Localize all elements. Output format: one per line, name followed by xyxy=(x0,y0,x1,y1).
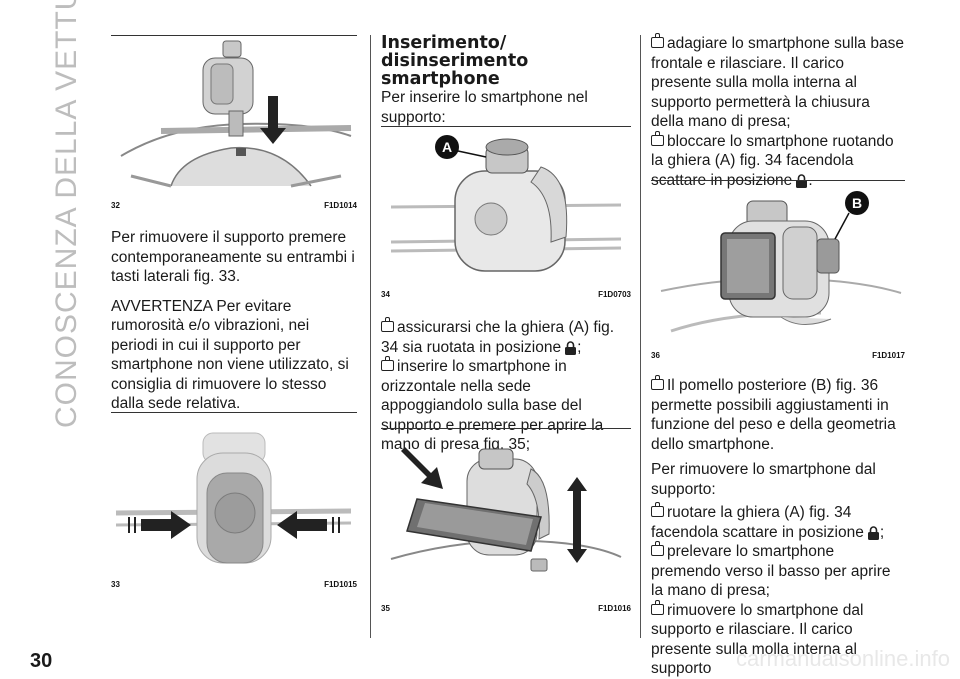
bullet-item: assicurarsi che la ghiera (A) fig. 34 si… xyxy=(381,317,615,356)
figure-number: 36 xyxy=(651,351,660,360)
figure-36-caption: 36 F1D1017 xyxy=(651,351,905,360)
figure-number: 34 xyxy=(381,290,390,299)
bullet-text: ruotare la ghiera (A) fig. 34 facendola … xyxy=(651,504,864,541)
figure-32-illustration xyxy=(120,40,352,188)
label-a: A xyxy=(442,139,452,155)
column-2-bullets: assicurarsi che la ghiera (A) fig. 34 si… xyxy=(381,317,631,455)
column-3-bullets-bottom: Il pomello posteriore (B) fig. 36 permet… xyxy=(651,375,905,679)
bullet-icon xyxy=(651,130,664,146)
column-divider xyxy=(370,35,371,638)
figure-33-illustration xyxy=(115,432,352,564)
page-number: 30 xyxy=(30,650,53,672)
figure-code: F1D1015 xyxy=(324,580,357,589)
lock-icon xyxy=(867,525,880,540)
column-1-text: Per rimuovere il supporto premere contem… xyxy=(111,228,357,424)
figure-36-illustration: B xyxy=(660,191,902,333)
lock-icon xyxy=(564,340,577,355)
bullet-text: adagiare lo smartphone sulla base fronta… xyxy=(651,35,904,130)
watermark: carmanualsonline.info xyxy=(735,646,950,671)
bullet-icon xyxy=(651,599,664,615)
figure-34-caption: 34 F1D0703 xyxy=(381,290,631,299)
label-a-badge xyxy=(435,135,459,159)
label-b: B xyxy=(852,195,862,211)
bullet-item: rimuovere lo smartphone dal supporto e r… xyxy=(651,599,905,679)
bullet-item: Il pomello posteriore (B) fig. 36 permet… xyxy=(651,375,905,454)
figure-code: F1D0703 xyxy=(598,290,631,299)
figure-34-illustration: A xyxy=(390,135,622,272)
bullet-icon xyxy=(651,33,664,48)
figure-32: 32 F1D1014 xyxy=(111,35,357,214)
paragraph-warning: AVVERTENZA Per evitare rumorosità e/o vi… xyxy=(111,297,349,413)
intro-text: Per inserire lo smartphone nel supporto: xyxy=(381,89,588,126)
label-b-badge xyxy=(845,191,869,215)
bullet-item: ruotare la ghiera (A) fig. 34 facendola … xyxy=(651,502,885,541)
figure-35: 35 F1D1016 xyxy=(381,428,631,619)
paragraph-remove-support: Per rimuovere il supporto premere contem… xyxy=(111,229,355,285)
figure-35-caption: 35 F1D1016 xyxy=(381,604,631,613)
figure-35-illustration xyxy=(390,447,622,572)
bullet-item: bloccare lo smartphone ruotando la ghier… xyxy=(651,130,894,189)
remove-intro-text: Per rimuovere lo smartphone dal supporto… xyxy=(651,461,876,498)
bullet-text: inserire lo smartphone in orizzontale ne… xyxy=(381,358,604,453)
figure-36: B 36 F1D1017 xyxy=(651,180,905,365)
figure-number: 32 xyxy=(111,201,120,210)
lock-icon xyxy=(795,173,808,188)
figure-number: 35 xyxy=(381,604,390,613)
figure-33: 33 F1D1015 xyxy=(111,412,357,593)
bullet-icon xyxy=(651,541,664,556)
bullet-text: rimuovere lo smartphone dal supporto e r… xyxy=(651,601,864,678)
bullet-icon xyxy=(381,356,394,371)
column-3-bullets-top: adagiare lo smartphone sulla base fronta… xyxy=(651,33,905,190)
section-heading: Inserimento/ disinserimento smartphone xyxy=(381,33,529,89)
bullet-icon xyxy=(381,317,394,332)
bullet-item: prelevare lo smartphone premendo verso i… xyxy=(651,541,905,601)
column-divider xyxy=(640,35,641,638)
side-title-text: CONOSCENZA DELLA VETTURA xyxy=(50,0,83,428)
bullet-item: inserire lo smartphone in orizzontale ne… xyxy=(381,356,631,455)
bullet-icon xyxy=(651,502,664,517)
figure-32-caption: 32 F1D1014 xyxy=(111,201,357,210)
bullet-item: adagiare lo smartphone sulla base fronta… xyxy=(651,33,905,132)
bullet-text: assicurarsi che la ghiera (A) fig. 34 si… xyxy=(381,319,615,356)
bullet-icon xyxy=(651,375,664,390)
figure-number: 33 xyxy=(111,580,120,589)
bullet-text: prelevare lo smartphone premendo verso i… xyxy=(651,543,891,599)
side-section-title: CONOSCENZA DELLA VETTURA xyxy=(48,0,88,428)
figure-code: F1D1016 xyxy=(598,604,631,613)
figure-code: F1D1014 xyxy=(324,201,357,210)
figure-33-caption: 33 F1D1015 xyxy=(111,580,357,589)
bullet-text: bloccare lo smartphone ruotando la ghier… xyxy=(651,132,894,189)
figure-code: F1D1017 xyxy=(872,351,905,360)
figure-34: A 34 F1D0703 xyxy=(381,126,631,301)
bullet-text: Il pomello posteriore (B) fig. 36 permet… xyxy=(651,377,896,453)
